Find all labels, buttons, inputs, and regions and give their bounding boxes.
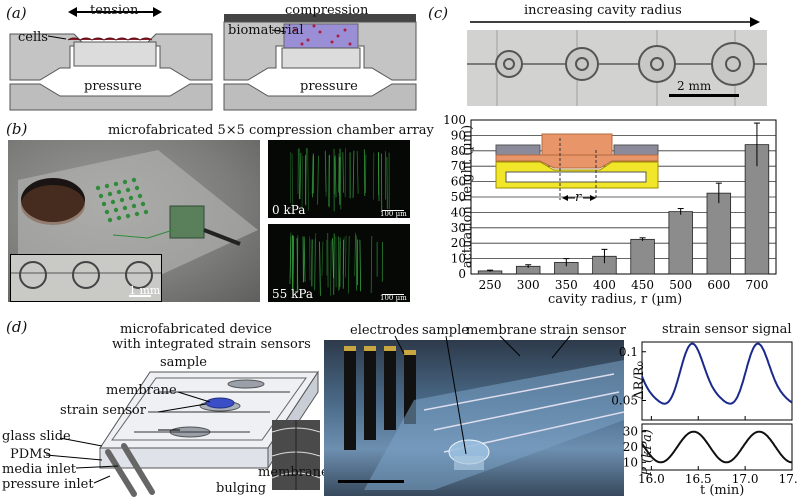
- signal-ytick: 30: [623, 425, 638, 439]
- signal-ytick: 0.1: [619, 345, 638, 359]
- pressure-trace: [642, 432, 792, 463]
- signal-bottom-ylabel: P (kPa): [641, 429, 654, 476]
- signal-xlabel: t (min): [700, 484, 744, 497]
- pressure-plot-frame: [642, 424, 792, 470]
- signal-ytick: 10: [623, 455, 638, 469]
- signal-top-ylabel: ΔR/R₀: [633, 361, 646, 400]
- signal-xtick: 17.5: [779, 472, 798, 486]
- signal-ytick: 20: [623, 440, 638, 454]
- strain-plot-frame: [642, 342, 792, 420]
- strain-trace: [642, 344, 792, 404]
